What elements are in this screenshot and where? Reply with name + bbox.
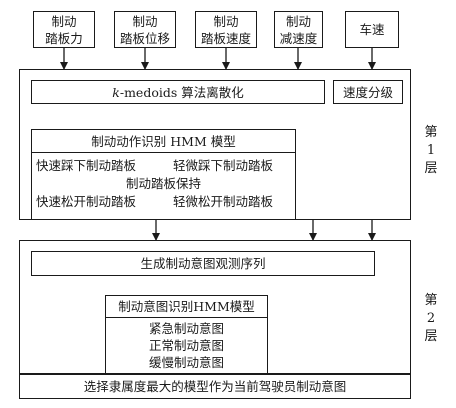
layer-2-label-char: 层: [424, 329, 438, 344]
action-hmm-box: 制动动作识别 HMM 模型 快速踩下制动踏板 轻微踩下制动踏板 制动踏板保持 快…: [31, 129, 296, 220]
output-box: 选择隶属度最大的模型作为当前驾驶员制动意图: [19, 374, 411, 399]
input-label: 制动: [213, 13, 239, 29]
action-hmm-title: 制动动作识别 HMM 模型: [91, 134, 236, 149]
intent-emergency: 紧急制动意图: [148, 321, 224, 336]
action-light-press: 轻微踩下制动踏板: [173, 158, 274, 173]
kmedoids-discretization-box: k-medoids 算法离散化: [31, 80, 325, 104]
input-label: 踏板位移: [119, 30, 170, 46]
intent-normal: 正常制动意图: [148, 338, 224, 353]
input-label: 制动: [285, 13, 311, 29]
input-label: 踏板速度: [200, 30, 251, 46]
speed-grading-box: 速度分级: [333, 80, 403, 104]
observation-sequence-box: 生成制动意图观测序列: [31, 251, 375, 276]
input-label: 制动: [132, 13, 158, 29]
input-brake-pedal-force: 制动踏板力: [33, 11, 95, 48]
speed-grading-label: 速度分级: [342, 84, 393, 100]
intent-slow: 缓慢制动意图: [148, 355, 224, 370]
input-label: 车速: [359, 22, 385, 37]
intent-hmm-title: 制动意图识别HMM模型: [118, 299, 255, 314]
action-fast-release: 快速松开制动踏板: [36, 194, 137, 209]
layer-2-label-num: 2: [426, 311, 436, 326]
input-brake-pedal-speed: 制动踏板速度: [195, 11, 257, 48]
action-light-release: 轻微松开制动踏板: [173, 194, 274, 209]
layer-1-label: 第 1 层: [422, 124, 440, 178]
input-braking-deceleration: 制动减速度: [274, 11, 323, 48]
intent-hmm-box: 制动意图识别HMM模型 紧急制动意图 正常制动意图 缓慢制动意图: [105, 295, 268, 374]
output-label: 选择隶属度最大的模型作为当前驾驶员制动意图: [83, 379, 347, 394]
layer-1-label-num: 1: [426, 143, 436, 158]
layer-2-label: 第 2 层: [422, 292, 440, 346]
observation-sequence-label: 生成制动意图观测序列: [140, 256, 266, 271]
layer-1-label-char: 第: [424, 125, 438, 140]
input-brake-pedal-displacement: 制动踏板位移: [114, 11, 176, 48]
action-fast-press: 快速踩下制动踏板: [36, 158, 137, 173]
input-vehicle-speed: 车速: [345, 11, 399, 48]
kmedoids-label: k-medoids 算法离散化: [112, 84, 243, 101]
layer-1-label-char: 层: [424, 161, 438, 176]
input-label: 踏板力: [45, 30, 83, 46]
kmedoids-text: -medoids 算法离散化: [119, 84, 244, 100]
input-label: 制动: [51, 13, 77, 29]
action-hold: 制动踏板保持: [125, 176, 201, 191]
k-italic: k: [112, 84, 120, 100]
layer-2-label-char: 第: [424, 293, 438, 308]
input-label: 减速度: [279, 30, 318, 46]
